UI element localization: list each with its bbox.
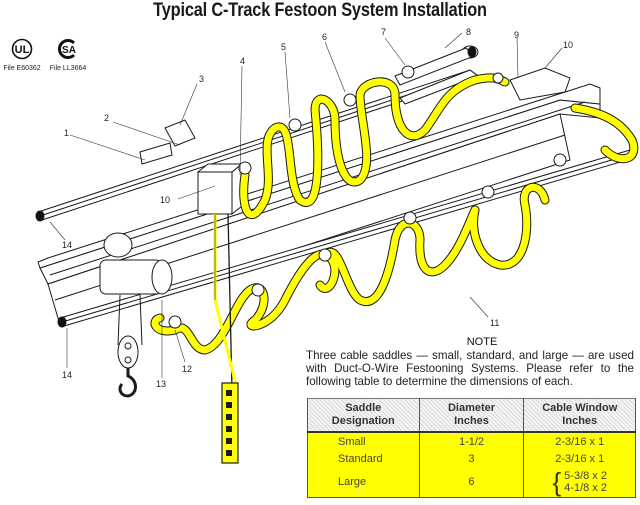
header-diameter: Diameter Inches xyxy=(418,398,525,432)
pendant-control xyxy=(213,213,239,464)
ul-file-number: File E60362 xyxy=(3,65,41,72)
callout-6: 6 xyxy=(322,32,327,42)
cell-cable-window: 2-3/16 x 1 xyxy=(523,450,636,467)
svg-text:SA: SA xyxy=(62,45,76,56)
callout-12: 12 xyxy=(182,364,192,374)
csa-certified-icon: SA xyxy=(58,39,76,59)
note-section: NOTE Three cable saddles — small, standa… xyxy=(306,335,634,388)
callout-8: 8 xyxy=(466,27,471,37)
table-row: Large 6 { 5-3/8 x 2 4-1/8 x 2 xyxy=(307,467,636,498)
svg-text:UL: UL xyxy=(15,44,30,56)
callout-11: 11 xyxy=(490,318,499,328)
callout-13: 13 xyxy=(156,379,166,389)
brace-group: { 5-3/8 x 2 4-1/8 x 2 xyxy=(552,469,607,495)
c-track-upper xyxy=(35,45,480,222)
window-option-2: 4-1/8 x 2 xyxy=(564,482,607,494)
ul-listed-icon: UL xyxy=(11,38,33,60)
cell-diameter: 6 xyxy=(418,467,525,498)
cell-designation: Standard xyxy=(307,450,420,467)
callout-numbers: 1 2 3 4 5 6 7 8 9 10 10 11 12 13 14 14 xyxy=(62,27,573,389)
table-row: Small 1-1/2 2-3/16 x 1 xyxy=(307,432,636,450)
hoist xyxy=(99,232,173,398)
cable-saddles xyxy=(168,65,567,329)
callout-5: 5 xyxy=(281,42,286,52)
cell-diameter: 1-1/2 xyxy=(418,432,525,450)
callout-14-upper: 14 xyxy=(62,240,72,250)
callout-4: 4 xyxy=(240,56,245,66)
header-saddle-designation: Saddle Designation xyxy=(307,398,420,432)
table-header-row: Saddle Designation Diameter Inches Cable… xyxy=(307,398,636,432)
cell-designation: Small xyxy=(307,432,420,450)
festoon-cables xyxy=(150,73,639,355)
saddle-dimensions-table: Saddle Designation Diameter Inches Cable… xyxy=(307,398,636,498)
cell-cable-window: 2-3/16 x 1 xyxy=(523,432,636,450)
csa-certification: SA File LL3664 xyxy=(46,38,90,72)
callout-14-lower: 14 xyxy=(62,370,72,380)
callout-2: 2 xyxy=(104,113,109,123)
ul-certification: UL File E60362 xyxy=(0,38,44,72)
diagram-title: Typical C-Track Festoon System Installat… xyxy=(153,0,487,21)
callout-3: 3 xyxy=(199,74,204,84)
cell-cable-window: { 5-3/8 x 2 4-1/8 x 2 xyxy=(523,467,636,498)
callout-10-junction-box: 10 xyxy=(160,195,170,205)
cell-designation: Large xyxy=(307,467,420,498)
note-heading: NOTE xyxy=(466,336,498,348)
brace-icon: { xyxy=(552,467,562,497)
note-body: Three cable saddles — small, standard, a… xyxy=(306,349,634,388)
table-row: Standard 3 2-3/16 x 1 xyxy=(307,450,636,467)
callout-9: 9 xyxy=(514,30,519,40)
header-cable-window: Cable Window Inches xyxy=(523,398,636,432)
window-option-1: 5-3/8 x 2 xyxy=(564,470,607,482)
callout-7: 7 xyxy=(381,27,386,37)
callout-10-top: 10 xyxy=(563,40,573,50)
csa-file-number: File LL3664 xyxy=(49,65,87,72)
cell-diameter: 3 xyxy=(418,450,525,467)
leader-lines xyxy=(49,32,563,378)
callout-1: 1 xyxy=(64,128,69,138)
